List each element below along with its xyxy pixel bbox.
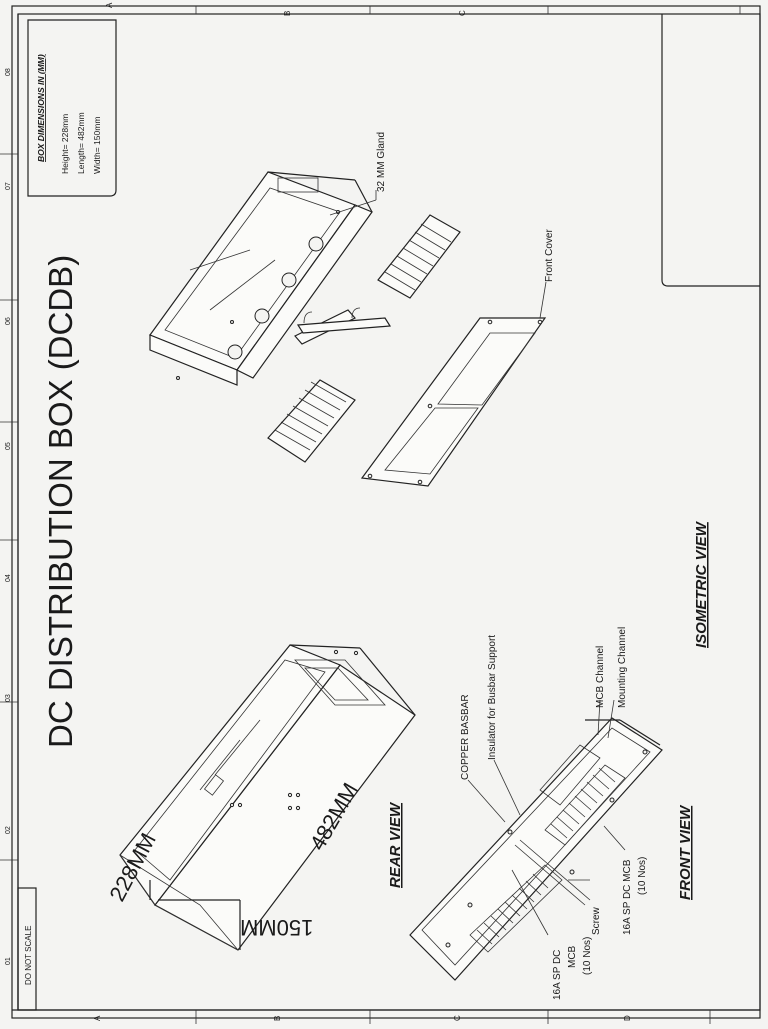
mcb-left-callout-line2: MCB	[567, 945, 578, 968]
front-view-label: FRONT VIEW	[677, 804, 694, 900]
front-view-drawing	[409, 717, 663, 981]
isometric-mcb-block-upper	[377, 214, 461, 299]
sheet-border	[0, 5, 761, 1024]
isometric-enclosure	[149, 171, 373, 386]
grid-letter: A	[93, 1015, 102, 1021]
grid-number: 05	[5, 442, 12, 450]
grid-number: 01	[5, 957, 12, 965]
mcb-left-callout-line1: 16A SP DC	[552, 950, 563, 1000]
grid-number: 08	[5, 68, 12, 76]
insulator-callout: Insulator for Busbar Support	[487, 635, 498, 760]
mcb-left-callout-line3: (10 Nos)	[582, 937, 593, 975]
rear-view-drawing	[119, 644, 416, 951]
copper-basbar-callout: COPPER BASBAR	[460, 694, 471, 780]
front-cover-callout: Front Cover	[544, 229, 555, 282]
grid-letter: B	[273, 1016, 282, 1021]
box-width: Width= 150mm	[92, 117, 102, 174]
grid-letter: B	[283, 11, 292, 16]
grid-number: 02	[5, 826, 12, 834]
isometric-mcb-block-lower	[267, 379, 356, 463]
front-view-leaders	[467, 699, 626, 936]
isometric-view-label: ISOMETRIC VIEW	[693, 520, 710, 648]
rear-view-label: REAR VIEW	[387, 801, 404, 888]
box-height: Height= 228mm	[60, 114, 70, 174]
gland-callout: 32 MM Gland	[376, 132, 387, 192]
grid-numbers: 01 02 03 04 05 06 07 08	[5, 68, 12, 965]
scale-note: DO NOT SCALE	[24, 926, 33, 985]
screw-callout: Screw	[591, 906, 602, 935]
mounting-channel-callout: Mounting Channel	[617, 627, 628, 708]
grid-number: 06	[5, 317, 12, 325]
width-dimension-label: 150MM	[240, 915, 313, 940]
grid-letter: C	[458, 10, 467, 16]
box-dimensions-heading: BOX DIMENSIONS IN (MM)	[36, 54, 46, 162]
mcb-right-callout-line2: (10 Nos)	[637, 857, 648, 895]
scale-note-block: DO NOT SCALE	[17, 887, 37, 1011]
grid-number: 07	[5, 182, 12, 190]
isometric-busbars	[294, 307, 392, 345]
box-length: Length= 482mm	[76, 112, 86, 174]
page-title: DC DISTRIBUTION BOX (DCDB)	[42, 255, 79, 748]
grid-letter: C	[453, 1015, 462, 1021]
grid-number: 04	[5, 574, 12, 582]
grid-number: 03	[5, 694, 12, 702]
grid-letter: A	[105, 2, 114, 8]
mcb-right-callout-line1: 16A SP DC MCB	[622, 859, 633, 935]
mcb-channel-callout: MCB Channel	[595, 646, 606, 708]
grid-letters: A B C A B C D	[93, 2, 632, 1021]
isometric-front-cover	[360, 317, 547, 487]
box-dimensions-block: BOX DIMENSIONS IN (MM) Height= 228mm Len…	[27, 19, 117, 197]
grid-letter: D	[623, 1015, 632, 1021]
